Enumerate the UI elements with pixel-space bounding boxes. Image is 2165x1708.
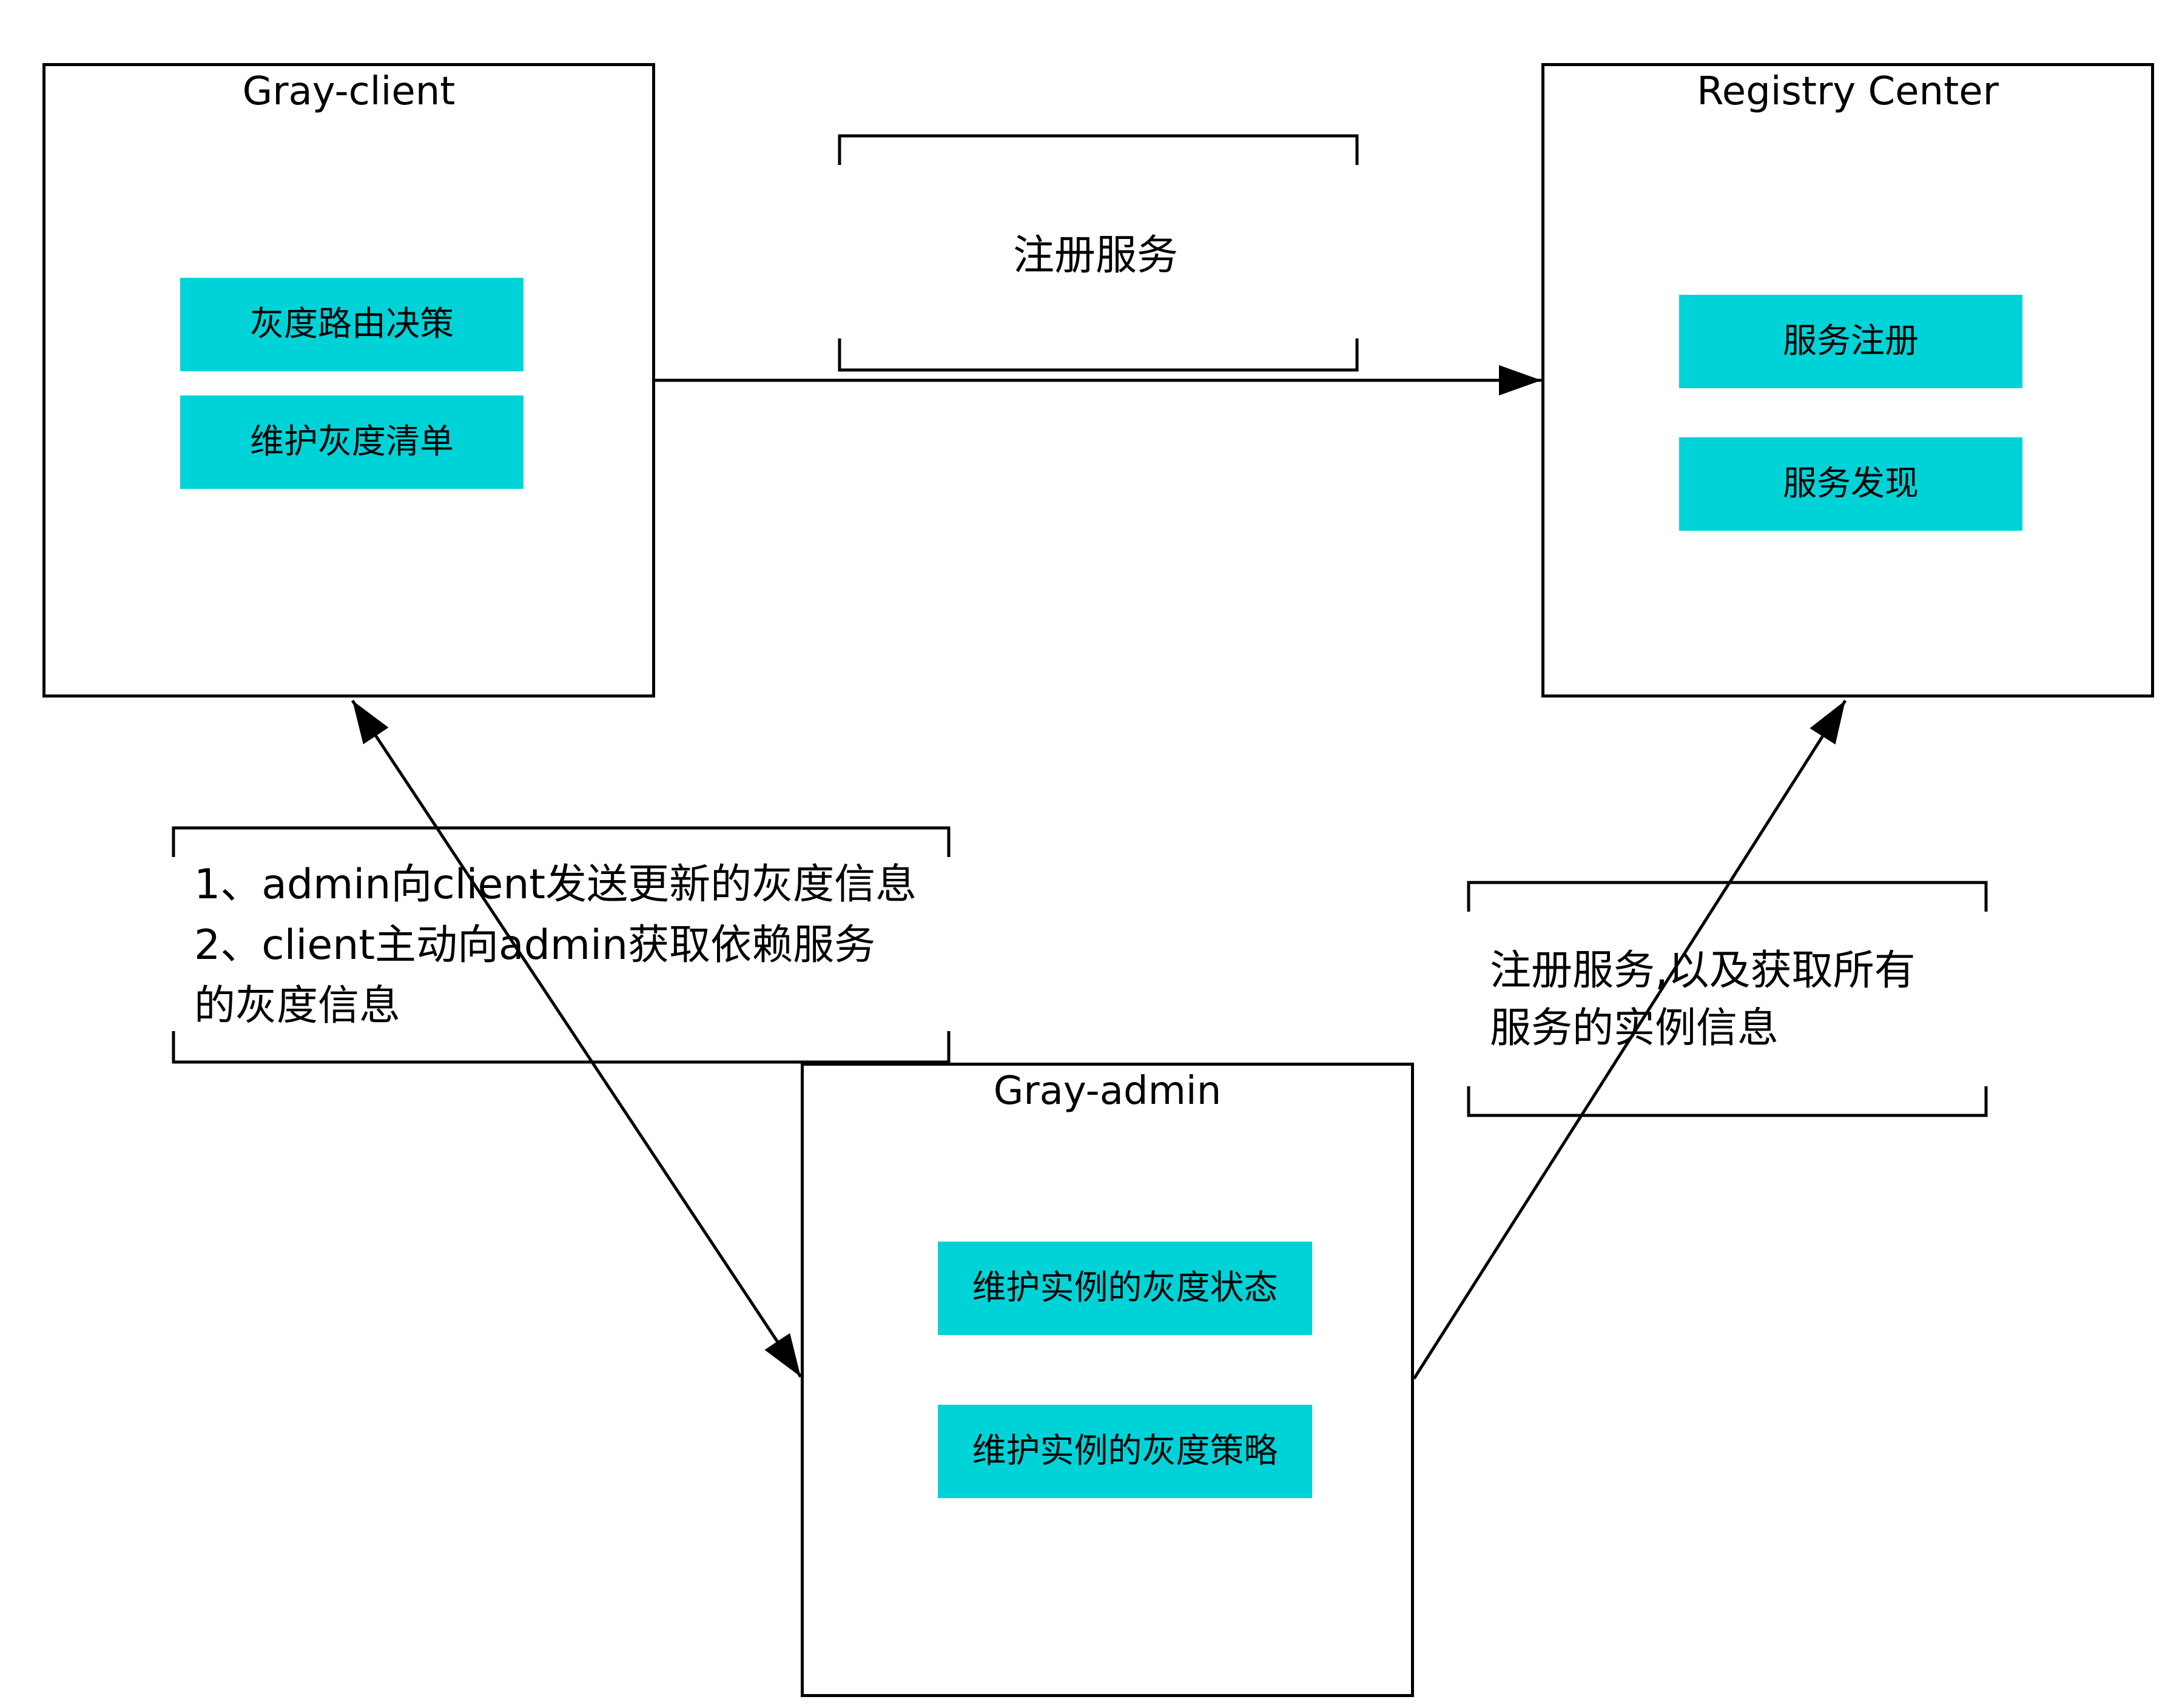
edge-label-admin-registry-line-1: 注册服务,以及获取所有 — [1490, 947, 1916, 995]
gray-admin-tag-state: 维护实例的灰度状态 — [938, 1242, 1312, 1335]
gray-admin-title: Gray-admin — [993, 1069, 1222, 1114]
registry-center-tag-discover: 服务发现 — [1679, 437, 2022, 531]
edge-label-admin-registry-line-2: 服务的实例信息 — [1490, 1004, 1779, 1052]
gray-admin-node: Gray-admin 维护实例的灰度状态 维护实例的灰度策略 — [801, 1063, 1414, 1697]
gray-client-tag-list: 维护灰度清单 — [180, 395, 524, 489]
edge-label-admin-client-line-1: 1、admin向client发送更新的灰度信息 — [194, 861, 917, 909]
registry-center-title: Registry Center — [1697, 69, 1999, 114]
registry-center-tag-register: 服务注册 — [1679, 295, 2022, 388]
gray-client-title: Gray-client — [242, 69, 456, 114]
edge-label-admin-client-line-3: 的灰度信息 — [194, 982, 401, 1030]
edge-label-admin-client-line-2: 2、client主动向admin获取依赖服务 — [194, 921, 876, 969]
gray-client-tag-routing: 灰度路由决策 — [180, 278, 524, 371]
bracket-admin-client-label — [172, 826, 951, 1064]
gray-admin-tag-strategy: 维护实例的灰度策略 — [938, 1405, 1312, 1498]
arrow-admin-to-registry — [1412, 699, 1847, 1380]
registry-center-node: Registry Center 服务注册 服务发现 — [1541, 63, 2154, 698]
bracket-registration-label — [838, 134, 1359, 372]
bracket-admin-registry-label — [1467, 881, 1988, 1117]
edge-label-register-service: 注册服务 — [1013, 232, 1179, 280]
arrow-client-admin — [351, 699, 803, 1378]
gray-client-node: Gray-client 灰度路由决策 维护灰度清单 — [42, 63, 655, 698]
